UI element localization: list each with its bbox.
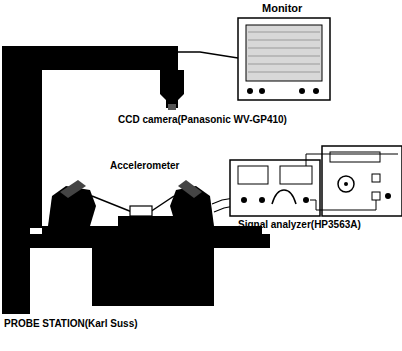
ccd-camera xyxy=(160,70,184,108)
manipulator-knob xyxy=(178,180,202,198)
signal-analyzer xyxy=(322,146,402,216)
terminal xyxy=(372,192,380,200)
analyzer-display xyxy=(238,166,268,184)
connector-jack xyxy=(303,197,309,203)
analyzer-case xyxy=(322,146,402,216)
analyzer-display xyxy=(280,166,312,184)
station-base xyxy=(30,234,270,248)
monitor-screen xyxy=(246,25,322,81)
monitor-buttons xyxy=(247,88,319,94)
button xyxy=(299,88,305,94)
part-label: PROBE STATION(Karl Suss) xyxy=(4,318,138,330)
screen-line xyxy=(248,32,320,33)
screen-line xyxy=(248,72,320,73)
monitor xyxy=(238,18,330,100)
probe-needle xyxy=(150,196,174,212)
knob-center xyxy=(344,182,348,186)
part-label: Accelerometer xyxy=(110,160,179,172)
accelerometer-device xyxy=(130,206,152,216)
camera-lens xyxy=(168,104,176,110)
stage-plate xyxy=(42,226,262,234)
station-stand xyxy=(92,248,214,306)
manipulator-knob xyxy=(60,180,86,198)
screen-line xyxy=(248,64,320,65)
camera-cable xyxy=(178,52,238,58)
signal-analyzer xyxy=(230,160,320,216)
connector-jack xyxy=(241,197,247,203)
part-label: Monitor xyxy=(262,2,302,15)
part-label: Signal analyzer(HP3563A) xyxy=(238,219,361,231)
connector-jack xyxy=(259,197,265,203)
cable-loop xyxy=(272,190,296,204)
button xyxy=(247,88,253,94)
screen-line xyxy=(248,48,320,49)
terminal xyxy=(372,174,380,182)
part-label: CCD camera(Panasonic WV-GP410) xyxy=(118,114,287,126)
analyzer-knob xyxy=(338,176,354,192)
button xyxy=(259,88,265,94)
connector-jack xyxy=(385,193,391,199)
screen-line xyxy=(248,40,320,41)
screen-line xyxy=(248,56,320,57)
probe-needle xyxy=(92,196,132,212)
signal-wire xyxy=(310,200,376,210)
monitor-case xyxy=(238,18,330,100)
signal-wire xyxy=(306,154,398,166)
button xyxy=(313,88,319,94)
analyzer-case xyxy=(230,160,320,216)
screen-lines xyxy=(248,32,320,72)
